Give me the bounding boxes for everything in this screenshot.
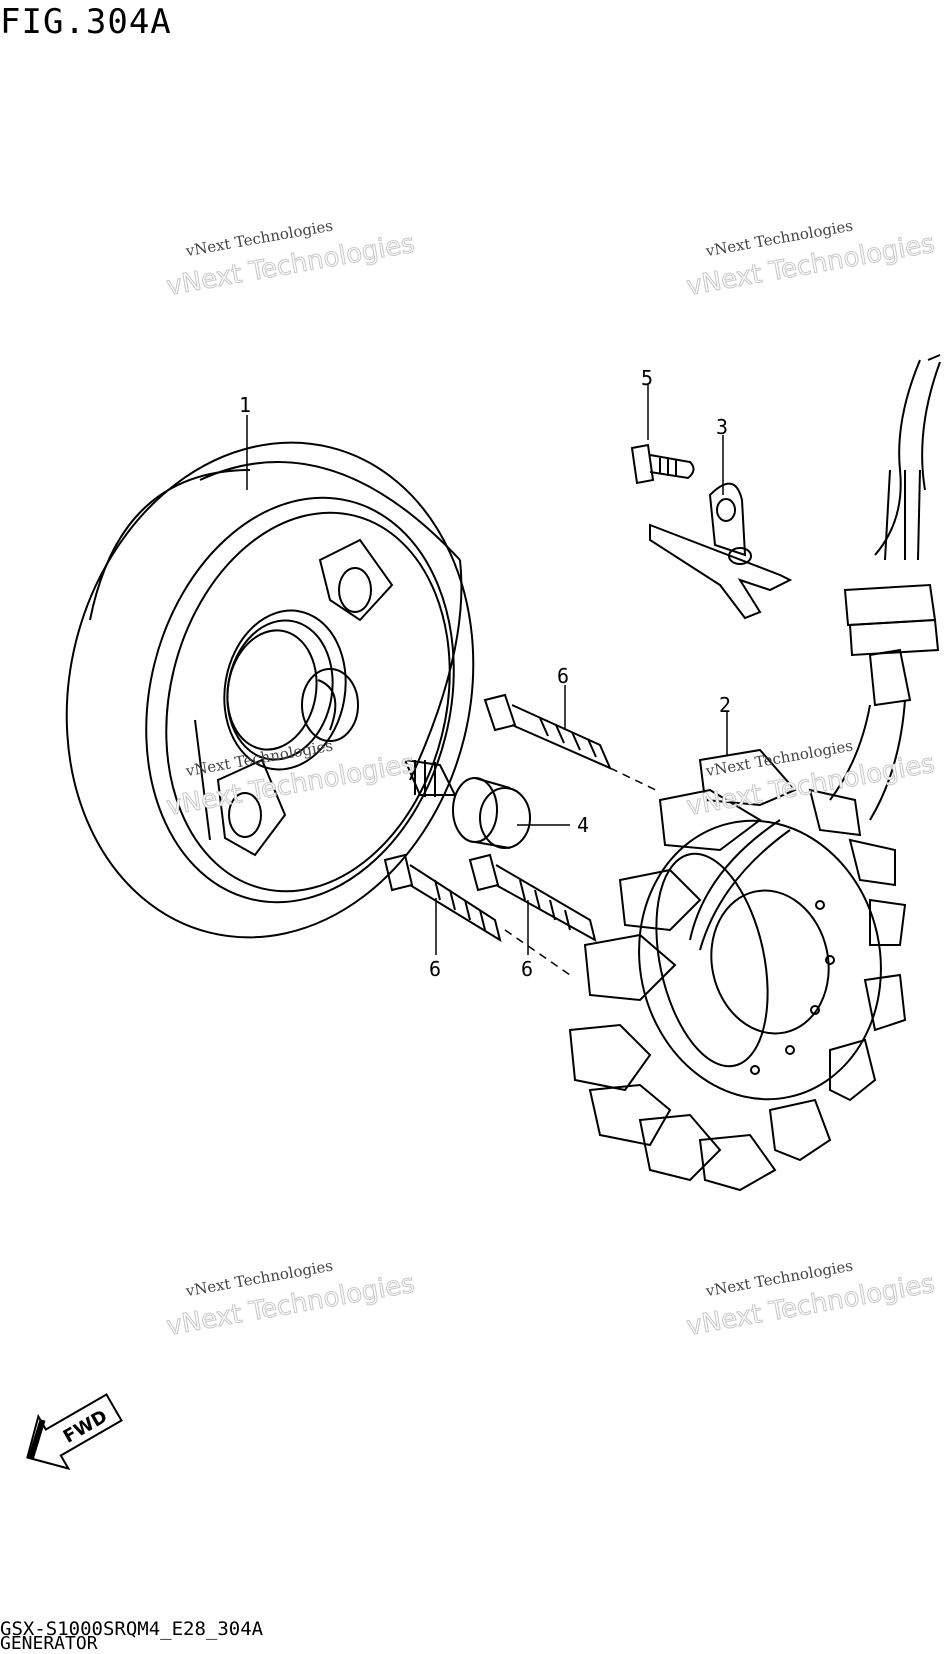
footer-model-code: GSX-S1000SRQM4_E28_304A xyxy=(0,1618,264,1640)
watermark-top-left: vNext Technologies vNext Technologies xyxy=(164,217,418,303)
callout-5: 5 xyxy=(641,366,653,390)
watermark-top-right: vNext Technologies vNext Technologies xyxy=(684,217,938,303)
bolt-6-lower-left xyxy=(383,853,502,943)
wiring-harness xyxy=(829,354,941,821)
callout-leaders xyxy=(246,385,728,976)
stator xyxy=(568,748,907,1192)
bolt-6-top xyxy=(483,693,612,770)
watermark-mid-left: vNext Technologies vNext Technologies xyxy=(164,737,418,823)
callout-4: 4 xyxy=(577,813,589,837)
watermark-bottom-right: vNext Technologies vNext Technologies xyxy=(684,1257,938,1343)
bolt-4 xyxy=(403,758,531,849)
callout-1: 1 xyxy=(239,393,251,417)
bolt-6-lower-right xyxy=(468,853,597,942)
watermark-mid-right: vNext Technologies vNext Technologies xyxy=(684,737,938,823)
callout-6-right: 6 xyxy=(521,957,533,981)
rotor-flywheel xyxy=(65,441,475,939)
clamp-bracket xyxy=(649,482,793,620)
bolt-5 xyxy=(630,443,695,485)
callout-6-left: 6 xyxy=(429,957,441,981)
footer-section-name: GENERATOR xyxy=(0,1633,98,1654)
fwd-arrow: FWD xyxy=(26,1393,123,1471)
figure-title: FIG.304A xyxy=(0,2,172,42)
callout-2: 2 xyxy=(719,693,731,717)
callout-3: 3 xyxy=(716,415,728,439)
callout-6-top: 6 xyxy=(557,664,569,688)
watermark-bottom-left: vNext Technologies vNext Technologies xyxy=(164,1257,418,1343)
